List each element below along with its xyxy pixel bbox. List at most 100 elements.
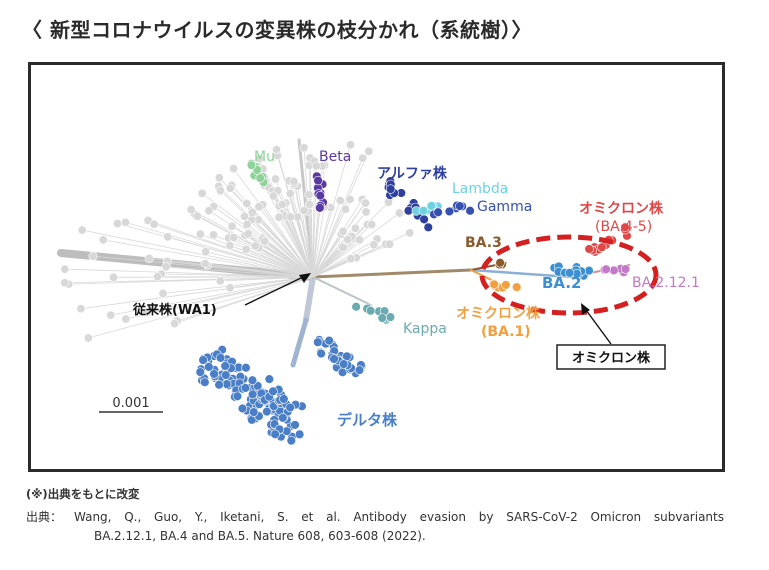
mu-node [246,160,257,170]
alpha-node [419,214,429,225]
grey-upper-right-branch [312,244,375,278]
grey-lineage-branch [312,206,325,278]
omicron-ba45-node [584,244,594,254]
ba2-node [584,265,594,276]
grey-lineage-node [274,212,284,222]
grey-lineage-branch [293,180,314,278]
label-delta: デルタ株 [337,411,398,429]
grey-lineage-node [242,219,252,229]
grey-left-node [88,251,98,261]
grey-lineage-node [242,198,252,208]
omicron-dashed-ellipse [479,234,659,316]
delta-node [200,377,210,387]
source-label: 出典： [26,510,63,524]
grey-lineage-branch [303,210,314,278]
ba2121-node [609,265,619,276]
grey-upper-right-node [355,235,365,245]
tree-branches [57,138,630,368]
grey-upper-right-node [338,226,348,236]
grey-lineage-node [345,194,355,204]
delta-node [248,407,259,417]
label-omicron-ba1-2: (BA.1) [481,324,531,340]
grey-left-node [109,272,119,282]
grey-lineage-node [215,186,225,196]
grey-lineage-node [197,188,207,198]
beta-node [315,190,325,201]
grey-lineage-node [227,221,237,231]
grey-left-branch [125,221,314,278]
delta-node [268,386,278,397]
phylogenetic-tree-figure: オミクロン株 0.001 Mu Beta アルファ株 Lambda Gamma … [28,62,725,472]
grey-lineage-node [247,207,257,217]
delta-right-node [324,335,334,346]
grey-lineage-node [271,145,281,155]
grey-left-node [169,319,179,329]
page-title: 〈 新型コロナウイルスの変異株の枝分かれ（系統樹）〉 [22,18,532,42]
delta-node [214,380,224,390]
label-wa1: 従来株(WA1) [132,302,217,318]
grey-lineage-branch [251,211,314,278]
lambda-node [418,206,429,216]
grey-left-node [83,333,93,343]
grey-lineage-branch [228,237,314,278]
grey-upper-right-node [394,208,404,218]
delta-node [198,355,208,365]
grey-left-node [200,259,210,269]
grey-lineage-node [311,161,321,171]
grey-upper-right-branch [312,232,411,278]
grey-left-branch [64,268,314,278]
grey-upper-right-branch [312,202,366,278]
grey-lineage-branch [251,219,314,278]
grey-upper-right-node [350,223,360,233]
delta-right-node [316,348,326,359]
gamma-node [465,206,475,216]
delta-node [241,363,251,373]
scale-label: 0.001 [112,396,149,411]
grey-left-node [201,247,211,257]
label-omicron-ba1-1: オミクロン株 [456,305,541,322]
gamma-node [455,201,465,211]
label-mu: Mu [254,149,275,165]
label-gamma: Gamma [477,199,532,215]
grey-left-branch [102,239,314,278]
grey-lineage-node [304,199,314,209]
label-alpha: アルファ株 [377,165,448,182]
grey-lineage-node [254,154,264,164]
delta-right-node [329,354,339,364]
grey-upper-right-node [343,234,353,244]
grey-upper-right-node [338,242,348,252]
grey-lineage-node [209,230,219,240]
delta-node [215,353,226,363]
delta-right-node [338,359,349,369]
grey-left-branch [174,276,314,324]
grey-lineage-node [340,204,350,214]
kappa-node [365,306,376,316]
label-omicron-ba45-2: (BA.4-5) [595,219,652,235]
grey-lineage-node [304,190,314,200]
grey-upper-right-node [346,254,356,264]
grey-left-branch [204,263,314,278]
grey-lineage-node [195,229,205,239]
grey-lineage-branch [208,210,314,278]
delta-node [290,420,300,430]
grey-lineage-branch [312,200,341,278]
source-line-2: BA.2.12.1, BA.4 and BA.5. Nature 608, 60… [94,529,426,543]
grey-upper-right-branch [312,212,400,278]
ba3-node [495,258,505,268]
grey-upper-right-node [369,240,379,250]
grey-lineage-node [268,191,278,201]
delta-right-node [313,337,323,347]
trunk-down [303,274,316,323]
grey-left-node [98,235,108,245]
delta-node [264,374,275,384]
delta-node [209,369,219,379]
grey-upper-right-node [385,239,395,249]
branch-ba2 [469,268,573,279]
grey-left-branch [125,276,314,320]
label-omicron-ba45-1: オミクロン株 [579,200,664,217]
mu-node [255,173,265,183]
grey-left-branch [81,229,314,278]
omicron-ba45-node [620,222,630,232]
grey-lineage-branch [246,223,314,278]
delta-node [240,383,251,393]
